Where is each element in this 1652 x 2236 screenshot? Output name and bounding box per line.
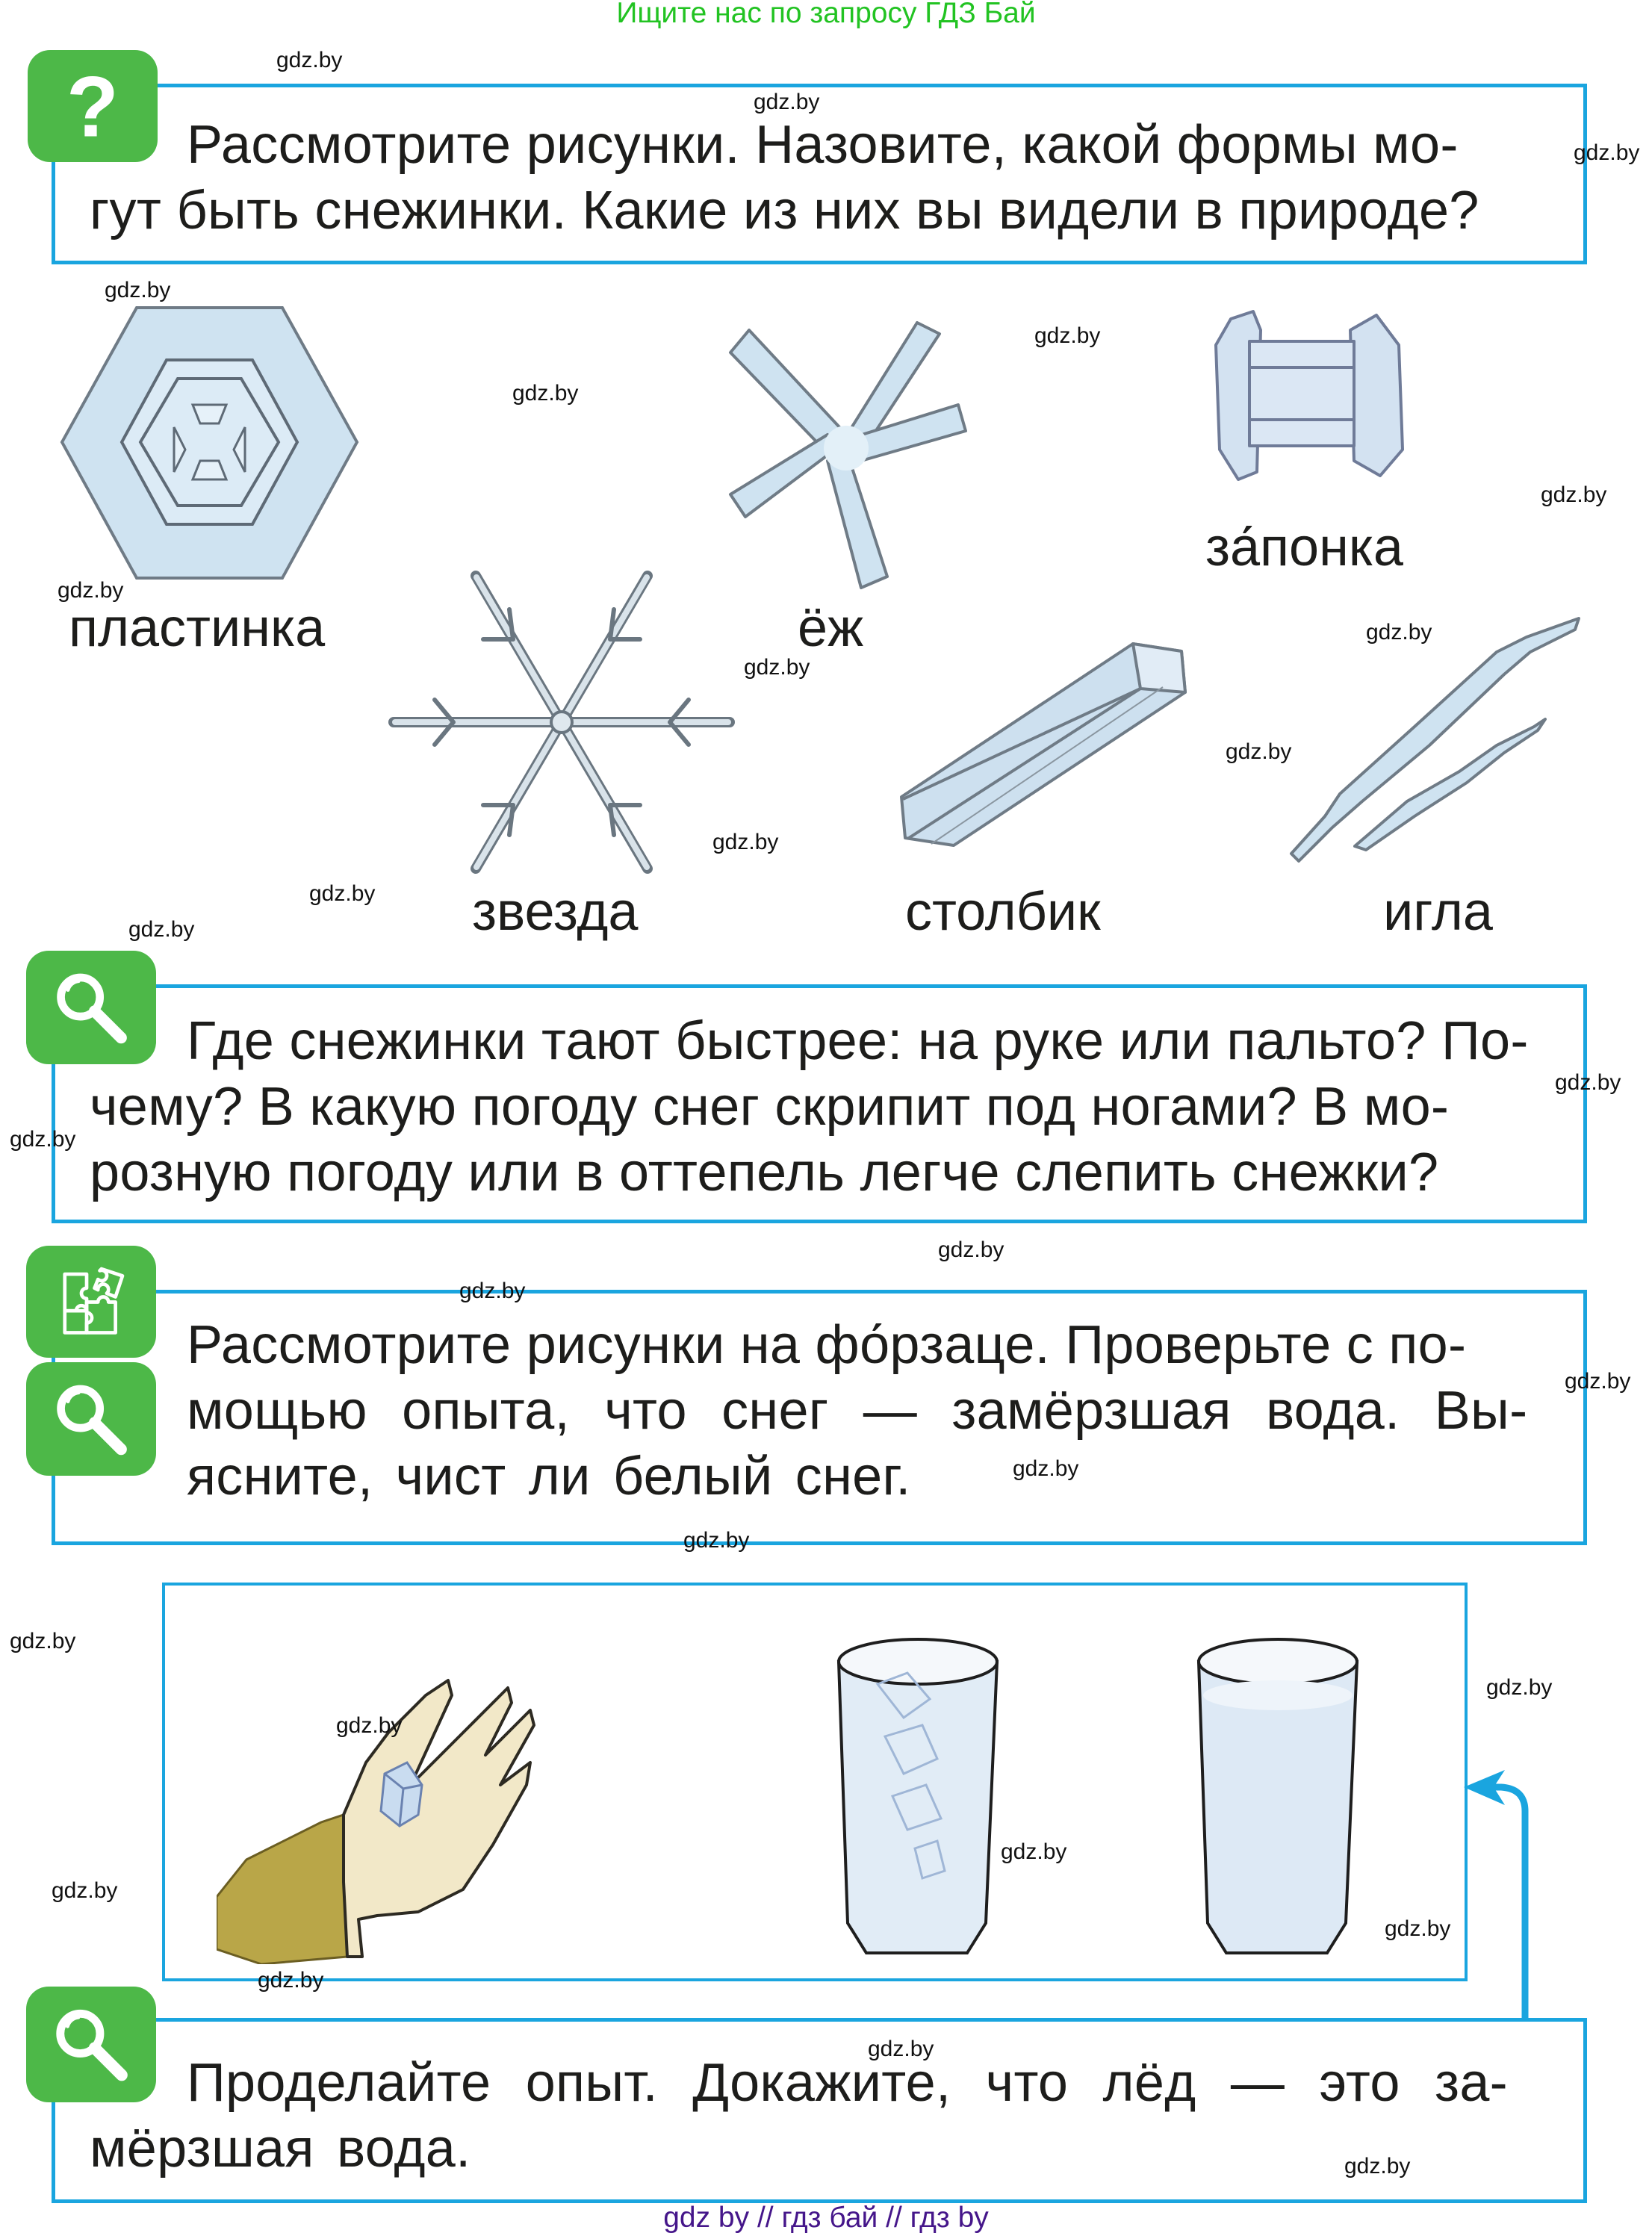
- task-2-line-3: розную погоду или в оттепель легче слепи…: [90, 1143, 1439, 1202]
- question-icon: ?: [28, 50, 158, 162]
- task-3-text: Рассмотрите рисунки на фо́рзаце. Проверь…: [187, 1312, 1546, 1509]
- snowflake-label-hedgehog: ёж: [798, 598, 864, 658]
- watermark: gdz.by: [459, 1279, 526, 1303]
- snowflake-label-plate: пластинка: [69, 598, 326, 658]
- task-4-line-2: мёрзшая вода.: [90, 2119, 471, 2178]
- experiment-picture-frame: [162, 1583, 1468, 1981]
- task-3-line-3: ясните, чист ли белый снег.: [187, 1447, 911, 1506]
- glass-with-ice-image: [833, 1632, 1003, 1960]
- watermark: gdz.by: [1555, 1070, 1621, 1095]
- task-box-3: [52, 1290, 1587, 1545]
- snowflake-needle-image: [1280, 615, 1590, 865]
- task-3-line-1: Рассмотрите рисунки на фо́рзаце. Проверь…: [187, 1315, 1467, 1375]
- magnifier-icon: [26, 1987, 156, 2102]
- task-1-line-2: гут быть снежинки. Какие из них вы видел…: [90, 181, 1479, 240]
- task-2-text: Где снежинки тают быстрее: на руке или п…: [90, 1008, 1546, 1205]
- task-2-line-1: Где снежинки тают быстрее: на руке или п…: [187, 1011, 1529, 1071]
- watermark: gdz.by: [258, 1968, 324, 1993]
- watermark: gdz.by: [10, 1629, 76, 1653]
- watermark: gdz.by: [1486, 1675, 1553, 1700]
- task-1-line-1: Рассмотрите рисунки. Назовите, какой фор…: [187, 115, 1459, 175]
- watermark: gdz.by: [744, 655, 810, 680]
- watermark: gdz.by: [938, 1237, 1004, 1262]
- task-box-1: [52, 84, 1587, 264]
- watermark: gdz.by: [10, 1127, 76, 1152]
- task-box-4: [52, 2018, 1587, 2203]
- task-2-line-2: чему? В какую погоду снег скрипит под но…: [90, 1077, 1450, 1137]
- watermark: gdz.by: [1385, 1916, 1451, 1941]
- task-4-line-1: Проделайте опыт. Докажите, что лёд — это…: [187, 2053, 1508, 2113]
- glass-with-water-image: [1193, 1632, 1363, 1960]
- watermark: gdz.by: [754, 90, 820, 114]
- puzzle-icon: [26, 1246, 156, 1358]
- svg-text:?: ?: [66, 63, 119, 150]
- watermark: gdz.by: [276, 48, 343, 72]
- watermark: gdz.by: [868, 2037, 934, 2061]
- hand-with-ice-image: [215, 1636, 695, 1966]
- watermark: gdz.by: [309, 881, 376, 906]
- search-hint-banner: Ищите нас по запросу ГДЗ Бай: [616, 0, 1036, 29]
- watermark: gdz.by: [1366, 620, 1432, 645]
- snowflake-label-needle: игла: [1383, 882, 1493, 942]
- watermark: gdz.by: [1344, 2154, 1411, 2178]
- footer-links: gdz by // гдз бай // гдз by: [663, 2202, 989, 2234]
- snowflake-column-image: [886, 629, 1194, 851]
- watermark: gdz.by: [1541, 482, 1607, 507]
- watermark: gdz.by: [1565, 1369, 1631, 1394]
- snowflake-label-column: столбик: [905, 882, 1101, 942]
- snowflake-label-cufflink: за́понка: [1205, 518, 1403, 577]
- task-1-text: Рассмотрите рисунки. Назовите, какой фор…: [90, 112, 1546, 243]
- task-box-2: [52, 984, 1587, 1223]
- watermark: gdz.by: [1001, 1839, 1067, 1864]
- watermark: gdz.by: [105, 278, 171, 302]
- watermark: gdz.by: [683, 1528, 750, 1553]
- watermark: gdz.by: [1574, 140, 1640, 165]
- watermark: gdz.by: [512, 381, 579, 406]
- arrow-up-left-icon: [1460, 1759, 1542, 2024]
- snowflake-label-star: звезда: [472, 882, 639, 942]
- watermark: gdz.by: [52, 1878, 118, 1903]
- watermark: gdz.by: [1034, 323, 1101, 348]
- watermark: gdz.by: [336, 1713, 403, 1738]
- snowflake-hedgehog-image: [701, 300, 987, 594]
- snowflake-plate-image: [55, 300, 364, 586]
- snowflake-star-image: [379, 565, 745, 880]
- watermark: gdz.by: [712, 830, 779, 854]
- watermark: gdz.by: [128, 917, 195, 942]
- magnifier-icon: [26, 951, 156, 1064]
- watermark: gdz.by: [1226, 739, 1292, 764]
- watermark: gdz.by: [1013, 1456, 1079, 1481]
- magnifier-icon: [26, 1362, 156, 1476]
- watermark: gdz.by: [58, 578, 124, 603]
- snowflake-cufflink-image: [1201, 300, 1417, 494]
- task-4-text: Проделайте опыт. Докажите, что лёд — это…: [90, 2050, 1546, 2181]
- task-3-line-2: мощью опыта, что снег — замёрзшая вода. …: [187, 1381, 1528, 1441]
